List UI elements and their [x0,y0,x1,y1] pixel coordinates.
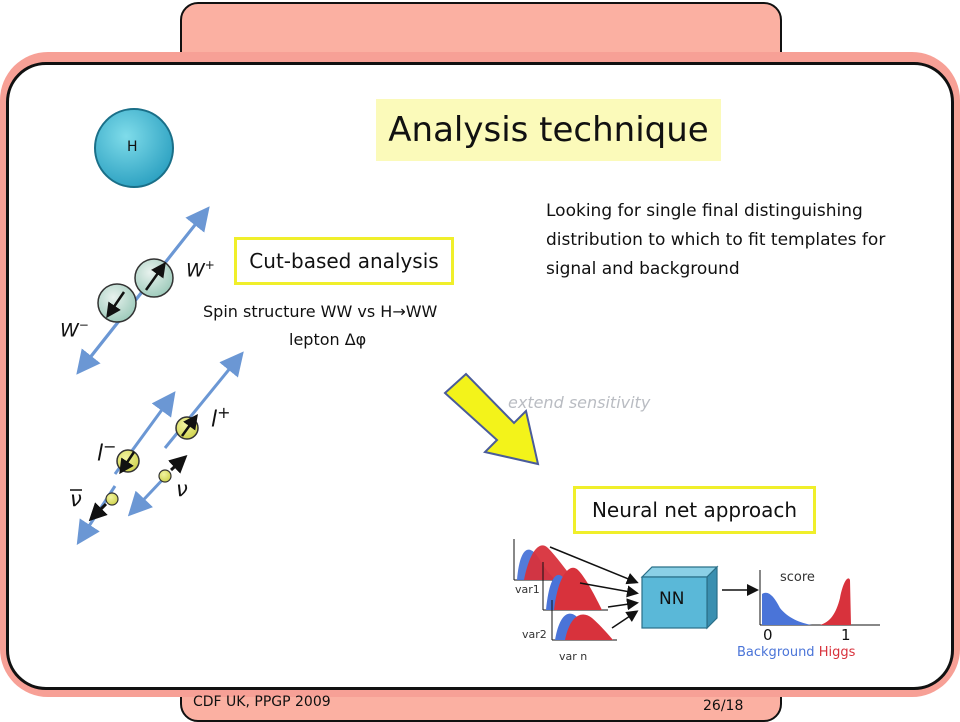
score-zero-tick: 0 [763,626,773,644]
var1-label: var1 [515,583,540,596]
l-minus-label: l− [97,437,117,467]
higgs-label: H [127,139,138,155]
score-histogram [759,570,880,626]
l-plus-label: l+ [211,403,231,433]
l-plus-line [163,351,244,449]
var1-histogram [513,539,580,581]
nn-cube [640,565,719,630]
higgs-legend: Higgs [818,645,856,660]
nubar-sphere [105,492,119,506]
l-plus-spin-arrow [180,413,198,437]
nn-label: NN [659,589,685,609]
nubar-label: ν [70,487,82,511]
w-plus-label: W+ [186,258,215,282]
nubar-spin-arrow [88,502,108,522]
extend-sensitivity-label: extend sensitivity [508,393,651,412]
nu-spin-arrow [168,454,188,474]
w-plus-spin-arrow [144,261,166,291]
nn-input-arrow-3 [607,598,639,611]
w-minus-label: W− [60,318,89,342]
slide-title: Analysis technique [376,99,721,161]
neural-net-approach-box: Neural net approach [573,486,816,534]
var2-label: var2 [522,628,547,641]
lepton-dphi-text: lepton Δφ [289,330,367,349]
nu-line [127,474,168,517]
footer-left: CDF UK, PPGP 2009 [193,694,331,710]
varn-histogram [551,600,617,641]
score-legend: Background Higgs [737,645,855,660]
nn-input-arrow-4 [611,610,639,629]
var2-histogram [542,562,608,611]
background-legend: Background [737,645,815,660]
extend-arrow [443,372,540,466]
higgs-sphere [94,108,174,188]
varn-label: var n [559,650,588,663]
nu-label: ν [176,477,188,501]
slide-number: 26/18 [703,698,744,714]
nu-sphere [158,469,172,483]
score-one-tick: 1 [841,626,851,644]
description-text: Looking for single final distinguishing … [546,201,886,279]
score-label: score [780,570,815,585]
nn-input-arrow-1 [549,546,639,585]
slide-card [6,62,954,690]
l-minus-spin-arrow [119,451,136,475]
cut-based-analysis-box: Cut-based analysis [234,237,454,285]
w-minus-spin-arrow [106,291,126,319]
nn-input-arrow-2 [579,582,639,598]
spin-structure-text: Spin structure WW vs H→WW [203,302,438,321]
